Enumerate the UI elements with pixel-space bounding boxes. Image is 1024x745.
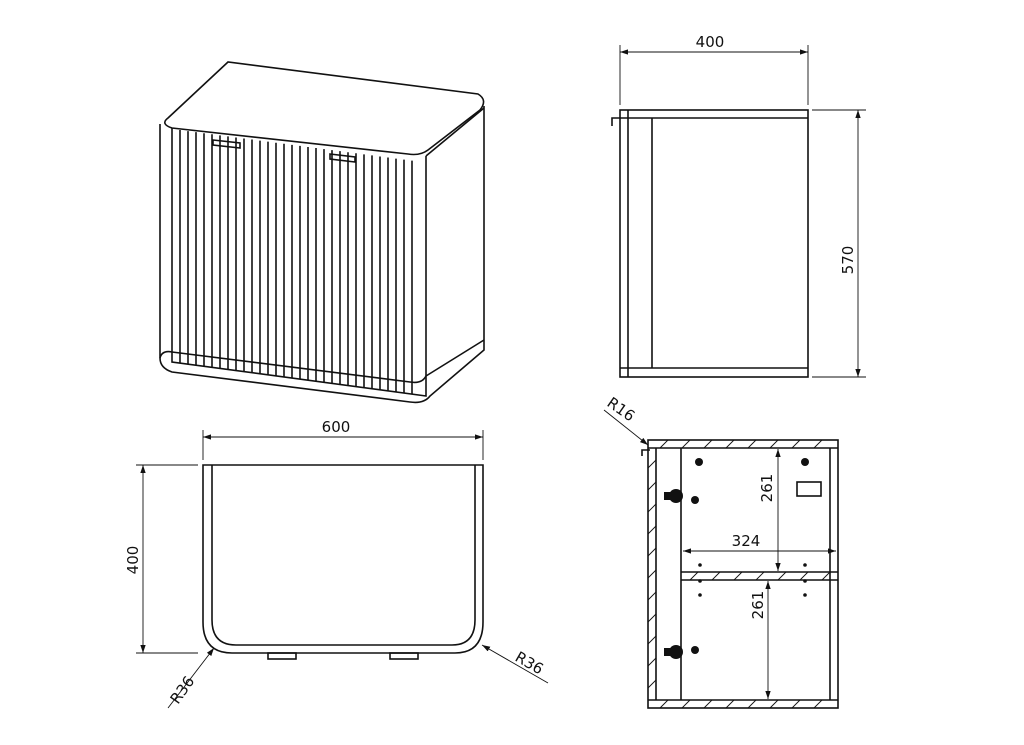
dim-radius-left: R36: [167, 673, 199, 708]
handle-left: [212, 139, 241, 149]
section-hatch: [725, 439, 735, 449]
section-hatch: [791, 439, 801, 449]
dim-side-height: 570: [839, 246, 857, 275]
section-hatch: [777, 571, 787, 581]
dim-radius-right: R36: [512, 648, 547, 678]
section-hatch: [647, 613, 657, 623]
section-hatch: [703, 439, 713, 449]
side-view: 400 570: [611, 33, 866, 378]
section-hatch: [725, 699, 735, 709]
section-hatch: [647, 657, 657, 667]
dim-radius-section: R16: [604, 394, 639, 426]
section-hatch: [681, 439, 691, 449]
section-hatch: [659, 439, 669, 449]
top-view: 600 400 R36 R36: [124, 418, 549, 709]
section-hatch: [659, 699, 669, 709]
section-hatch: [681, 699, 691, 709]
section-hatch: [769, 439, 779, 449]
section-hatch: [799, 571, 809, 581]
dim-side-width: 400: [696, 33, 725, 51]
dim-inner-width: 324: [732, 532, 761, 550]
section-hatch: [647, 525, 657, 535]
isometric-view: [159, 61, 485, 404]
hinge-top-icon: [664, 489, 683, 503]
section-hatch: [791, 699, 801, 709]
section-hatch: [703, 699, 713, 709]
dim-upper-height: 261: [758, 474, 776, 503]
section-hatch: [647, 569, 657, 579]
section-view: 324 261 261 R16: [604, 394, 839, 709]
section-hatch: [647, 503, 657, 513]
section-hatch: [813, 439, 823, 449]
dim-top-depth: 400: [124, 546, 142, 575]
section-hatch: [647, 481, 657, 491]
handle-right: [329, 153, 356, 163]
section-hatch: [769, 699, 779, 709]
section-hatch: [755, 571, 765, 581]
section-hatch: [647, 635, 657, 645]
section-hatch: [711, 571, 721, 581]
hinge-bottom-icon: [664, 645, 683, 659]
section-hatch: [647, 679, 657, 689]
section-hatch: [647, 591, 657, 601]
dim-lower-height: 261: [749, 591, 767, 620]
section-hatch: [813, 699, 823, 709]
section-hatch: [733, 571, 743, 581]
section-hatch: [647, 459, 657, 469]
section-hatch: [747, 439, 757, 449]
section-hatch: [689, 571, 699, 581]
section-hatch: [821, 571, 831, 581]
section-hatch: [747, 699, 757, 709]
door-slats: [179, 130, 413, 394]
dim-top-width: 600: [322, 418, 351, 436]
section-hatch: [647, 547, 657, 557]
